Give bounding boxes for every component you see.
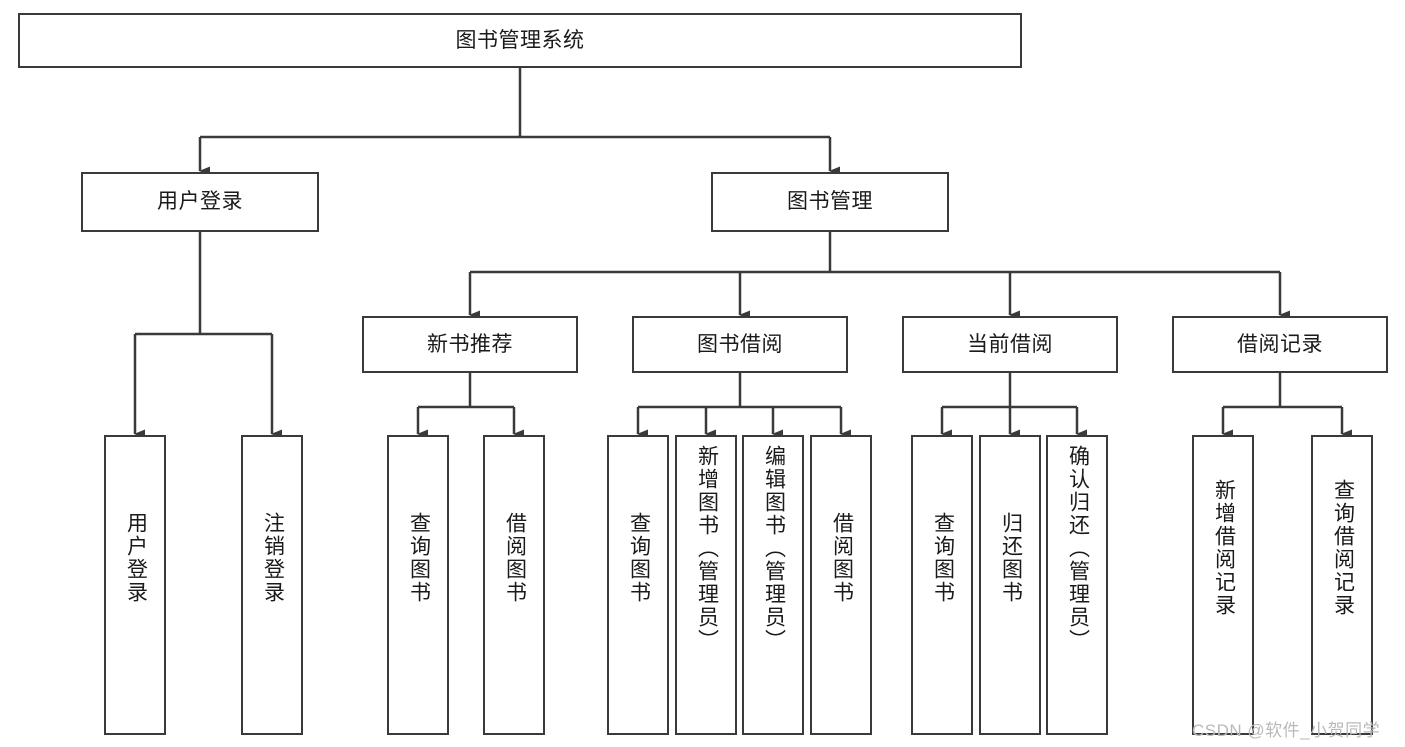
node-leaf-user-logout[interactable]: 注销登录 [241, 435, 303, 735]
node-label-user-login: 用户登录 [157, 190, 243, 214]
node-label-book-admin: 图书管理 [787, 190, 873, 214]
node-leaf-bb-edit[interactable]: 编辑图书（管理员） [742, 435, 804, 735]
node-leaf-bb-borrow[interactable]: 借阅图书 [810, 435, 872, 735]
node-label-leaf-cb-return: 归还图书 [999, 512, 1023, 604]
node-leaf-bb-query[interactable]: 查询图书 [607, 435, 669, 735]
node-label-leaf-bb-borrow: 借阅图书 [830, 512, 854, 604]
node-leaf-rec-query[interactable]: 查询图书 [387, 435, 449, 735]
node-label-leaf-user-login: 用户登录 [124, 512, 148, 604]
node-label-leaf-br-add: 新增借阅记录 [1212, 479, 1236, 617]
node-label-borrow-record: 借阅记录 [1237, 332, 1323, 356]
node-label-root: 图书管理系统 [455, 28, 585, 52]
node-leaf-cb-query[interactable]: 查询图书 [911, 435, 973, 735]
node-book-admin[interactable]: 图书管理 [711, 172, 949, 232]
node-book-borrow[interactable]: 图书借阅 [632, 316, 848, 373]
node-label-current-borrow: 当前借阅 [967, 332, 1053, 356]
node-label-leaf-rec-query: 查询图书 [407, 512, 431, 604]
node-new-book-rec[interactable]: 新书推荐 [362, 316, 578, 373]
node-root[interactable]: 图书管理系统 [18, 13, 1022, 68]
node-leaf-cb-return[interactable]: 归还图书 [979, 435, 1041, 735]
edge-group [133, 68, 1352, 439]
node-label-leaf-br-query: 查询借阅记录 [1331, 479, 1355, 617]
node-label-leaf-rec-borrow: 借阅图书 [503, 512, 527, 604]
node-user-login[interactable]: 用户登录 [81, 172, 319, 232]
node-leaf-cb-confirm[interactable]: 确认归还（管理员） [1046, 435, 1108, 735]
node-label-new-book-rec: 新书推荐 [427, 332, 513, 356]
node-label-leaf-bb-add: 新增图书（管理员） [695, 445, 719, 652]
node-label-leaf-cb-confirm: 确认归还（管理员） [1066, 445, 1090, 652]
node-leaf-br-query[interactable]: 查询借阅记录 [1311, 435, 1373, 735]
node-label-leaf-cb-query: 查询图书 [931, 512, 955, 604]
node-leaf-bb-add[interactable]: 新增图书（管理员） [675, 435, 737, 735]
node-leaf-br-add[interactable]: 新增借阅记录 [1192, 435, 1254, 735]
node-borrow-record[interactable]: 借阅记录 [1172, 316, 1388, 373]
node-leaf-rec-borrow[interactable]: 借阅图书 [483, 435, 545, 735]
node-leaf-user-login[interactable]: 用户登录 [104, 435, 166, 735]
node-label-book-borrow: 图书借阅 [697, 332, 783, 356]
node-current-borrow[interactable]: 当前借阅 [902, 316, 1118, 373]
node-label-leaf-user-logout: 注销登录 [261, 512, 285, 604]
node-label-leaf-bb-edit: 编辑图书（管理员） [762, 445, 786, 652]
node-label-leaf-bb-query: 查询图书 [627, 512, 651, 604]
